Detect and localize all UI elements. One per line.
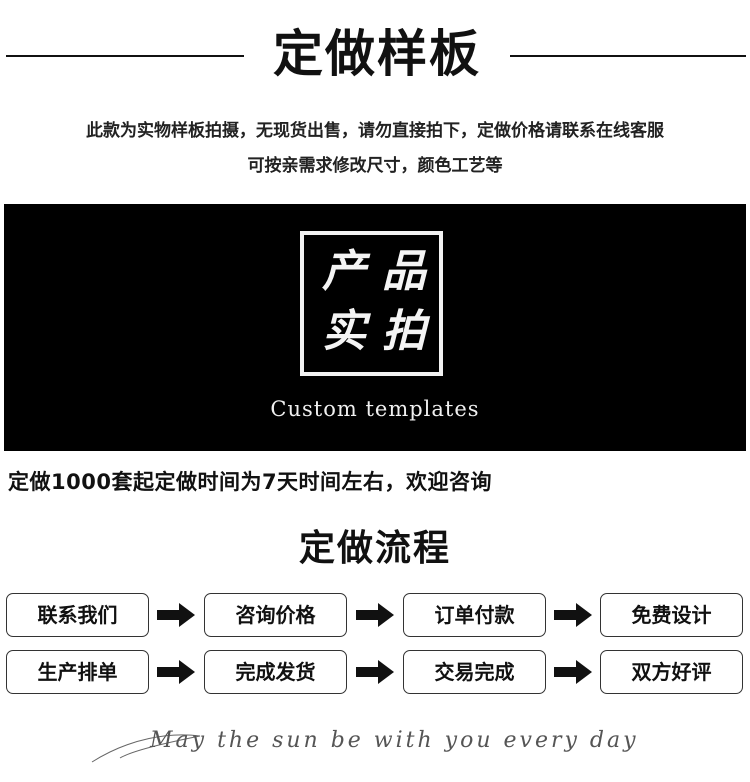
step-inquire-price: 咨询价格: [204, 593, 347, 637]
step-mutual-praise: 双方好评: [600, 650, 743, 694]
step-transaction-complete: 交易完成: [403, 650, 546, 694]
step-contact-us: 联系我们: [6, 593, 149, 637]
signature-slogan: May the sun be with you every day: [90, 718, 690, 768]
stamp-char-3: 实: [322, 306, 366, 357]
arrow-right-icon: [157, 603, 195, 627]
process-row-1: 联系我们 咨询价格 订单付款 免费设计: [0, 593, 750, 639]
product-photo-stamp: 产 品 实 拍: [300, 231, 443, 376]
signature-flourish-icon: [91, 734, 201, 763]
arrow-right-icon: [356, 660, 394, 684]
arrow-right-icon: [356, 603, 394, 627]
step-order-payment: 订单付款: [403, 593, 546, 637]
stamp-char-4: 拍: [382, 306, 426, 357]
step-free-design: 免费设计: [600, 593, 743, 637]
stamp-char-2: 品: [382, 246, 426, 297]
process-row-2: 生产排单 完成发货 交易完成 双方好评: [0, 650, 750, 696]
notice-line-2: 可按亲需求修改尺寸，颜色工艺等: [247, 156, 503, 176]
arrow-right-icon: [554, 603, 592, 627]
process-title: 定做流程: [298, 528, 451, 569]
header: 定做样板: [0, 22, 750, 83]
signature-text: May the sun be with you every day: [150, 728, 639, 753]
stamp-char-1: 产: [322, 246, 366, 297]
minimum-order-info: 定做1000套起定做时间为7天时间左右，欢迎咨询: [8, 470, 493, 494]
step-production-schedule: 生产排单: [6, 650, 149, 694]
step-complete-shipping: 完成发货: [204, 650, 347, 694]
arrow-right-icon: [554, 660, 592, 684]
title-divider-left: [6, 55, 244, 57]
product-banner: 产 品 实 拍 Custom templates: [4, 204, 746, 451]
arrow-right-icon: [157, 660, 195, 684]
title-divider-right: [510, 55, 746, 57]
page-title: 定做样板: [273, 25, 481, 83]
banner-subtitle: Custom templates: [270, 397, 480, 421]
notice-line-1: 此款为实物样板拍摄，无现货出售，请勿直接拍下，定做价格请联系在线客服: [86, 121, 664, 141]
